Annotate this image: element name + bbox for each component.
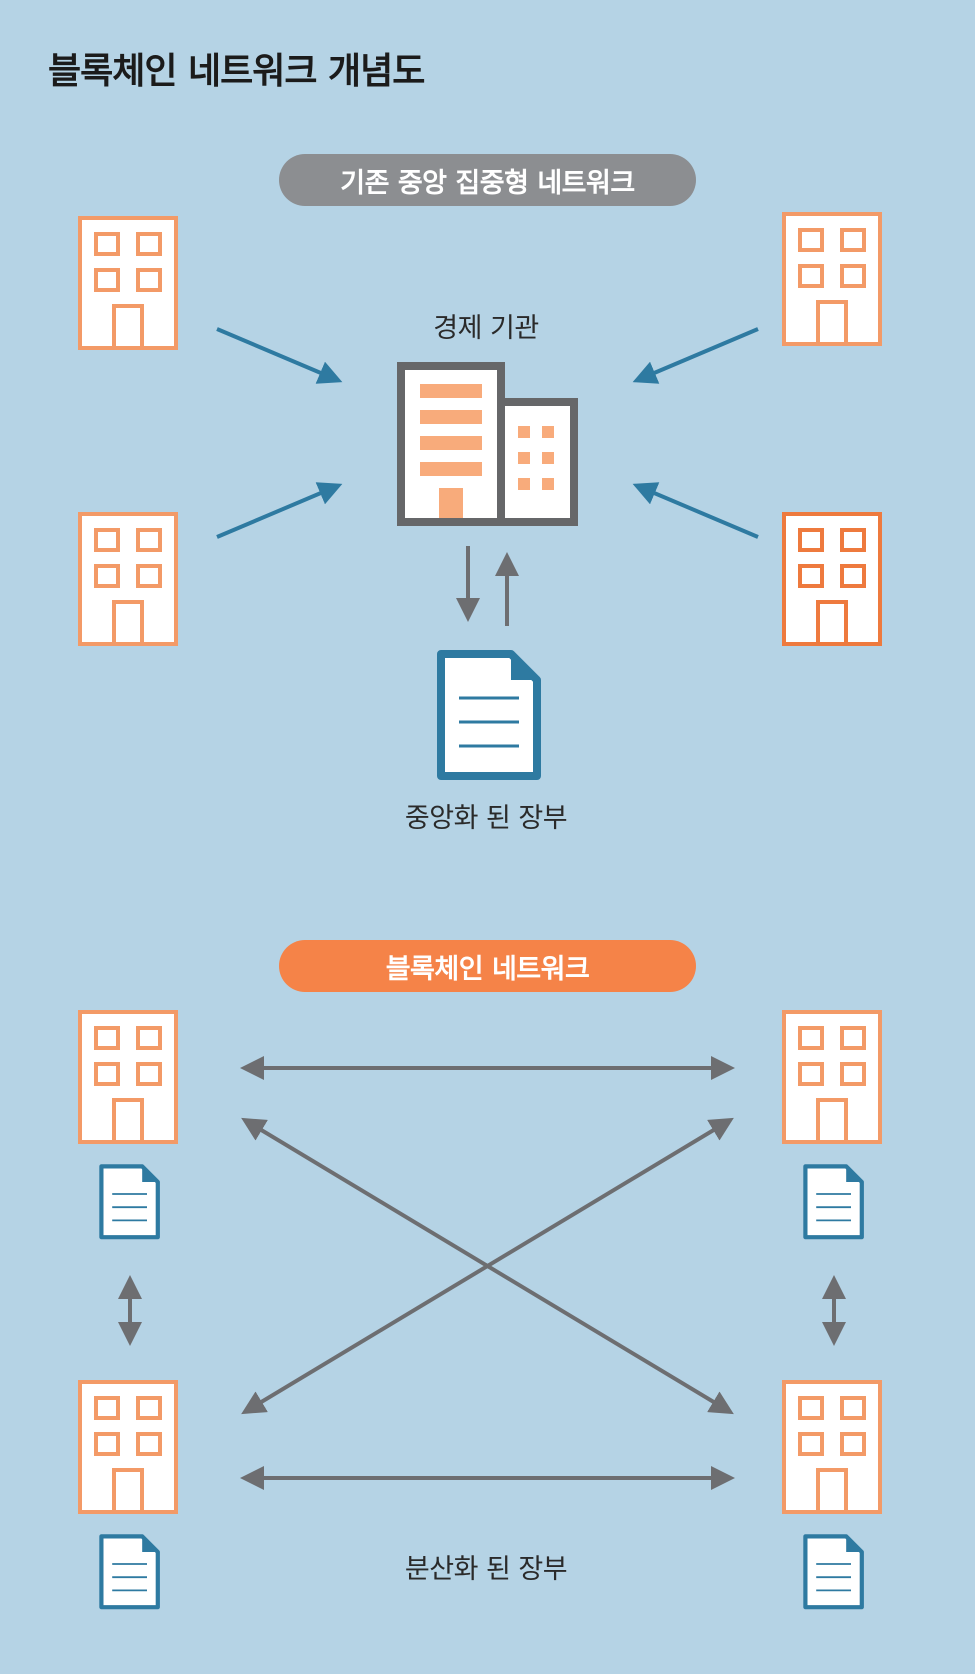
building-icon [78,216,178,350]
diagram-title: 블록체인 네트워크 개념도 [48,51,425,92]
building-icon [78,512,178,646]
central-network-pill: 기존 중앙 집중형 네트워크 [279,154,696,206]
building-icon [782,512,882,646]
document-icon [101,1166,157,1237]
building-icon [782,212,882,346]
central-ledger-label: 중앙화 된 장부 [404,803,568,834]
distributed-ledger-label: 분산화 된 장부 [404,1554,568,1585]
document-icon [101,1536,157,1607]
document-icon [437,650,541,780]
blockchain-network-pill: 블록체인 네트워크 [279,940,696,992]
document-icon [805,1166,861,1237]
building-icon [78,1010,178,1144]
building-icon [782,1010,882,1144]
institution-label: 경제 기관 [433,313,539,344]
building-icon [782,1380,882,1514]
building-icon [78,1380,178,1514]
office-tower-icon [397,362,578,526]
document-icon [805,1536,861,1607]
